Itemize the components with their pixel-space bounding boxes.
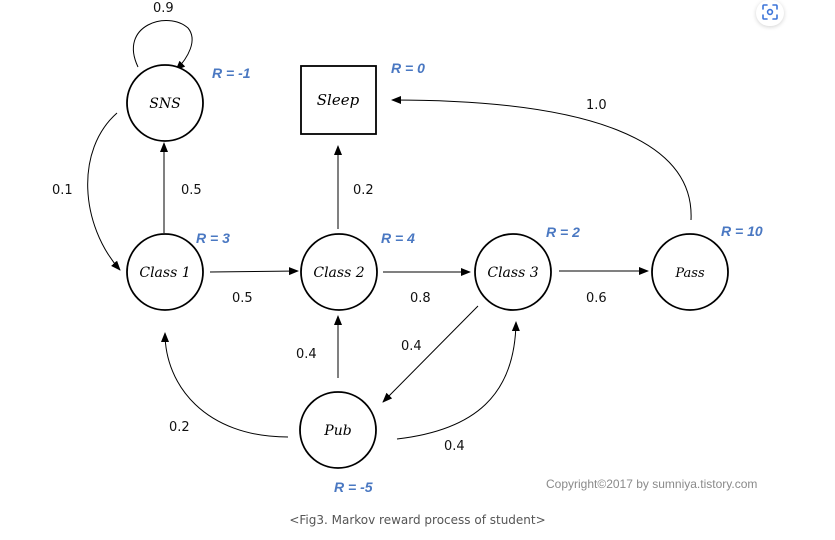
scan-button[interactable] bbox=[756, 0, 784, 26]
edge-pub-to-class1 bbox=[161, 332, 289, 438]
prob-class3-to-pub: 0.4 bbox=[401, 339, 422, 354]
reward-sleep: R = 0 bbox=[391, 60, 425, 76]
figure-caption: <Fig3. Markov reward process of student> bbox=[289, 513, 546, 527]
prob-pass-to-sleep: 1.0 bbox=[586, 98, 607, 113]
prob-class2-to-sleep: 0.2 bbox=[353, 183, 374, 198]
node-sns-label: SNS bbox=[149, 96, 180, 112]
edge-pass-to-sleep bbox=[391, 96, 692, 221]
edge-class3-to-pub bbox=[382, 305, 479, 403]
prob-pub-to-class1: 0.2 bbox=[169, 420, 190, 435]
node-class2: Class 2 bbox=[300, 233, 378, 311]
edge-sns-to-class1 bbox=[87, 112, 121, 271]
edge-sns-self bbox=[132, 20, 193, 71]
node-class1: Class 1 bbox=[126, 233, 204, 311]
node-class1-label: Class 1 bbox=[139, 265, 190, 281]
node-class3: Class 3 bbox=[474, 233, 552, 311]
reward-pub: R = -5 bbox=[334, 479, 373, 495]
prob-class3-to-pass: 0.6 bbox=[586, 291, 607, 306]
node-pub: Pub bbox=[299, 391, 377, 469]
scan-icon bbox=[762, 4, 778, 20]
node-class3-label: Class 3 bbox=[487, 265, 538, 281]
node-pass: Pass bbox=[651, 233, 729, 311]
node-class2-label: Class 2 bbox=[313, 265, 364, 281]
prob-class1-to-class2: 0.5 bbox=[232, 291, 253, 306]
copyright-text: Copyright©2017 by sumniya.tistory.com bbox=[546, 477, 758, 491]
node-pub-label: Pub bbox=[323, 423, 351, 439]
reward-pass: R = 10 bbox=[721, 223, 763, 239]
node-sleep: Sleep bbox=[300, 65, 377, 135]
edge-class1-to-class2 bbox=[209, 267, 299, 276]
node-sleep-label: Sleep bbox=[317, 91, 360, 109]
reward-class1: R = 3 bbox=[196, 230, 230, 246]
reward-class2: R = 4 bbox=[381, 230, 415, 246]
reward-class3: R = 2 bbox=[546, 224, 580, 240]
prob-class2-to-class3: 0.8 bbox=[410, 291, 431, 306]
prob-sns-self: 0.9 bbox=[153, 1, 174, 16]
prob-sns-to-class1: 0.1 bbox=[52, 183, 73, 198]
node-sns: SNS bbox=[126, 64, 204, 142]
node-pass-label: Pass bbox=[674, 266, 705, 281]
prob-pub-to-class2: 0.4 bbox=[296, 347, 317, 362]
edge-pub-to-class3 bbox=[396, 321, 520, 440]
prob-pub-to-class3: 0.4 bbox=[444, 439, 465, 454]
prob-class1-to-sns: 0.5 bbox=[181, 183, 202, 198]
reward-sns: R = -1 bbox=[212, 65, 251, 81]
